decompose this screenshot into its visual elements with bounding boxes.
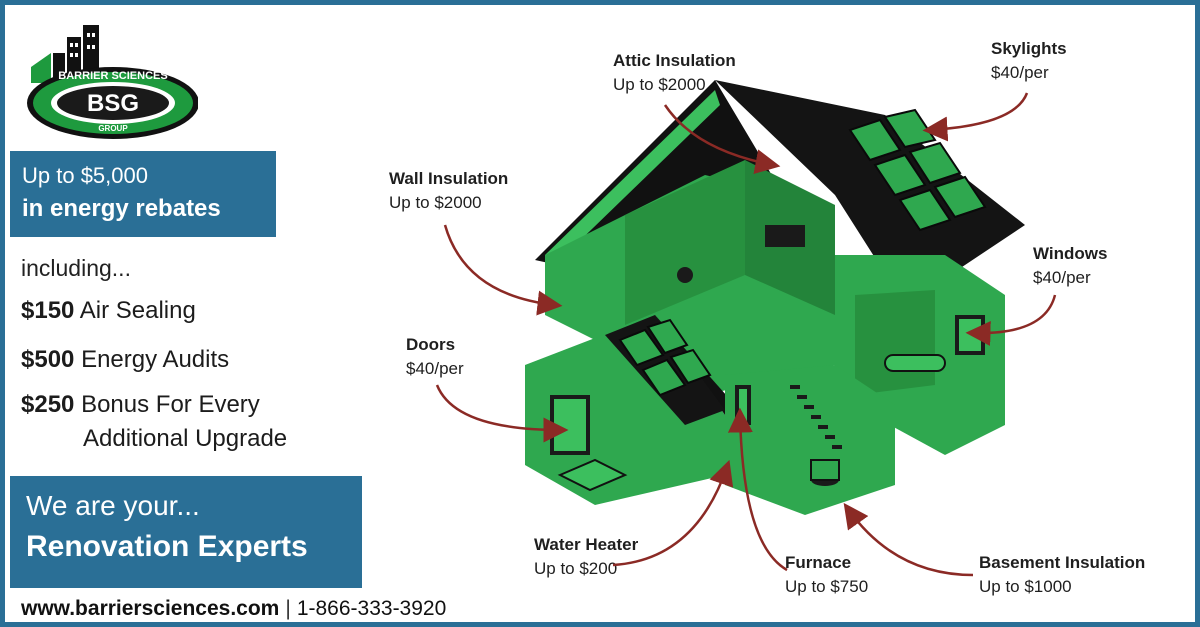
- footer-contact: www.barriersciences.com|1-866-333-3920: [21, 597, 446, 621]
- callout-skylights: Skylights $40/per: [991, 37, 1067, 85]
- experts-box: We are your... Renovation Experts: [10, 476, 362, 588]
- callout-title: Attic Insulation: [613, 51, 736, 70]
- footer-separator: |: [285, 597, 291, 620]
- callout-attic-insulation: Attic Insulation Up to $2000: [613, 49, 736, 97]
- phone-number[interactable]: 1-866-333-3920: [296, 597, 447, 620]
- experts-line-1: We are your...: [26, 490, 200, 521]
- logo-initials: BSG: [87, 90, 139, 117]
- experts-line-2: Renovation Experts: [26, 530, 308, 563]
- bsg-logo: BARRIER SCIENCES BSG GROUP: [27, 25, 198, 139]
- callout-title: Windows: [1033, 244, 1108, 263]
- callout-title: Water Heater: [534, 535, 639, 554]
- callout-title: Doors: [406, 335, 456, 354]
- callout-title: Skylights: [991, 39, 1067, 58]
- callout-windows: Windows $40/per: [1033, 242, 1107, 290]
- callout-value: $40/per: [406, 359, 464, 378]
- callout-value: $40/per: [991, 63, 1049, 82]
- callout-value: Up to $750: [785, 577, 869, 596]
- logo-brand: BARRIER SCIENCES: [58, 70, 167, 82]
- callout-value: Up to $2000: [613, 75, 706, 94]
- rebate-amount: $500: [21, 346, 75, 373]
- rebate-amount: $150: [21, 297, 75, 324]
- rebate-label: Air Sealing: [79, 297, 196, 324]
- website-link[interactable]: www.barriersciences.com: [21, 597, 280, 620]
- callout-value: Up to $2000: [389, 193, 482, 212]
- rebate-label-continued: Additional Upgrade: [83, 425, 288, 452]
- callout-title: Basement Insulation: [979, 553, 1146, 572]
- rebate-label: Bonus For Every: [81, 391, 260, 418]
- callout-value: Up to $1000: [979, 577, 1072, 596]
- callout-wall-insulation: Wall Insulation Up to $2000: [389, 167, 508, 215]
- rebate-amount: $250: [21, 391, 75, 418]
- callout-title: Wall Insulation: [389, 169, 509, 188]
- callout-value: Up to $200: [534, 559, 618, 578]
- rebate-line-2: in energy rebates: [22, 195, 221, 222]
- logo-sub: GROUP: [98, 124, 128, 133]
- rebate-line-1: Up to $5,000: [22, 163, 148, 188]
- rebate-label: Energy Audits: [81, 346, 230, 373]
- rebate-item-bonus: $250 Bonus For Every: [21, 391, 260, 419]
- rebate-box: Up to $5,000 in energy rebates: [10, 151, 276, 237]
- callout-basement-insulation: Basement Insulation Up to $1000: [979, 551, 1145, 599]
- rebate-item-energy-audits: $500 Energy Audits: [21, 346, 229, 374]
- callout-title: Furnace: [785, 553, 852, 572]
- house-cutaway-illustration: [525, 80, 1025, 515]
- callout-water-heater: Water Heater Up to $200: [534, 533, 638, 581]
- callout-doors: Doors $40/per: [406, 333, 464, 381]
- callout-furnace: Furnace Up to $750: [785, 551, 868, 599]
- rebate-item-air-sealing: $150 Air Sealing: [21, 297, 196, 325]
- including-text: including...: [21, 255, 131, 281]
- callout-value: $40/per: [1033, 268, 1091, 287]
